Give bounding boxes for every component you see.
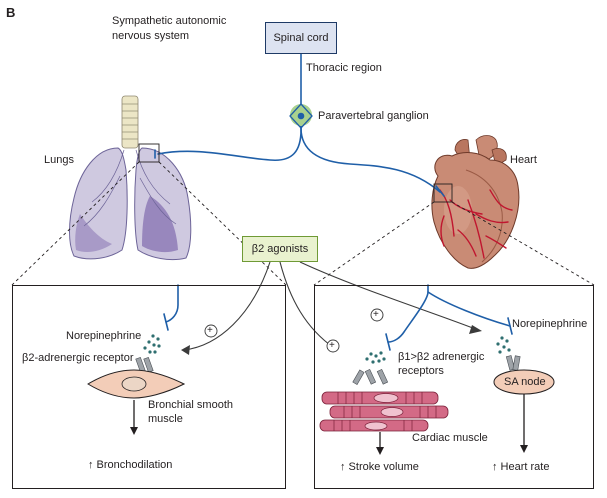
right-plus-sign: +: [373, 309, 379, 320]
right-lung-shade: [142, 196, 178, 253]
agonist-arrows: [183, 261, 479, 351]
stroke-volume-label: ↑ Stroke volume: [340, 461, 419, 473]
trachea: [121, 95, 139, 149]
left-plus-sign: +: [207, 325, 213, 336]
sa-node-receptor: [505, 355, 521, 371]
heart-illustration: [431, 135, 520, 269]
heart-label: Heart: [510, 154, 537, 166]
bronchial-smooth-muscle-cell: [87, 369, 186, 399]
lung-inset-panel: [12, 285, 286, 489]
right-norepinephrine-dots: [496, 336, 511, 354]
paravertebral-ganglion-label: Paravertebral ganglion: [318, 110, 429, 122]
b2-agonists-box: β2 agonists: [242, 236, 318, 262]
b2-adrenergic-receptor-label: β2-adrenergic receptor: [22, 352, 134, 364]
cardiac-muscle-fibers: [319, 391, 449, 432]
right-norepinephrine-label: Norepinephrine: [512, 318, 588, 330]
left-nerve-terminal: [163, 284, 179, 331]
left-down-arrow: [130, 400, 138, 435]
heart-rate-label: ↑ Heart rate: [492, 461, 550, 473]
b1-receptors: [352, 368, 389, 385]
paravertebral-ganglion: [289, 103, 313, 129]
diagram-title: Sympathetic autonomic nervous system: [112, 15, 227, 42]
heart-inset-marker: [433, 183, 453, 203]
panel-letter: B: [6, 5, 16, 20]
spinal-cord-label: Spinal cord: [273, 32, 329, 44]
left-lung-shade: [75, 214, 112, 252]
b1-b2-receptors-label: β1>β2 adrenergic receptors: [398, 351, 485, 377]
sa-node-ellipse: [493, 369, 555, 395]
heart-inset-panel: [314, 285, 594, 489]
sympathetic-nerves: [154, 53, 445, 197]
lungs-label: Lungs: [44, 154, 74, 166]
cardiac-muscle-label: Cardiac muscle: [412, 432, 488, 444]
right-down-arrows: [376, 394, 528, 455]
b2-agonists-label: β2 agonists: [251, 243, 309, 255]
lungs-illustration: [69, 147, 192, 261]
thoracic-region-label: Thoracic region: [306, 62, 382, 74]
bronchodilation-label: ↑ Bronchodilation: [88, 459, 173, 471]
plus-circles: [204, 308, 384, 353]
right-nerve-tree: [385, 284, 513, 351]
heart-body: [431, 152, 520, 269]
left-norepinephrine-dots: [143, 334, 161, 354]
cardiac-norepinephrine-dots: [365, 351, 386, 364]
bronchial-smooth-muscle-label: Bronchial smooth muscle: [148, 399, 233, 425]
lung-inset-marker: [138, 143, 160, 163]
sa-node-label: SA node: [504, 376, 546, 388]
middle-plus-sign: +: [329, 340, 335, 351]
left-norepinephrine-label: Norepinephrine: [66, 330, 142, 342]
spinal-cord-box: Spinal cord: [265, 22, 337, 54]
inset-connectors: [11, 161, 595, 286]
